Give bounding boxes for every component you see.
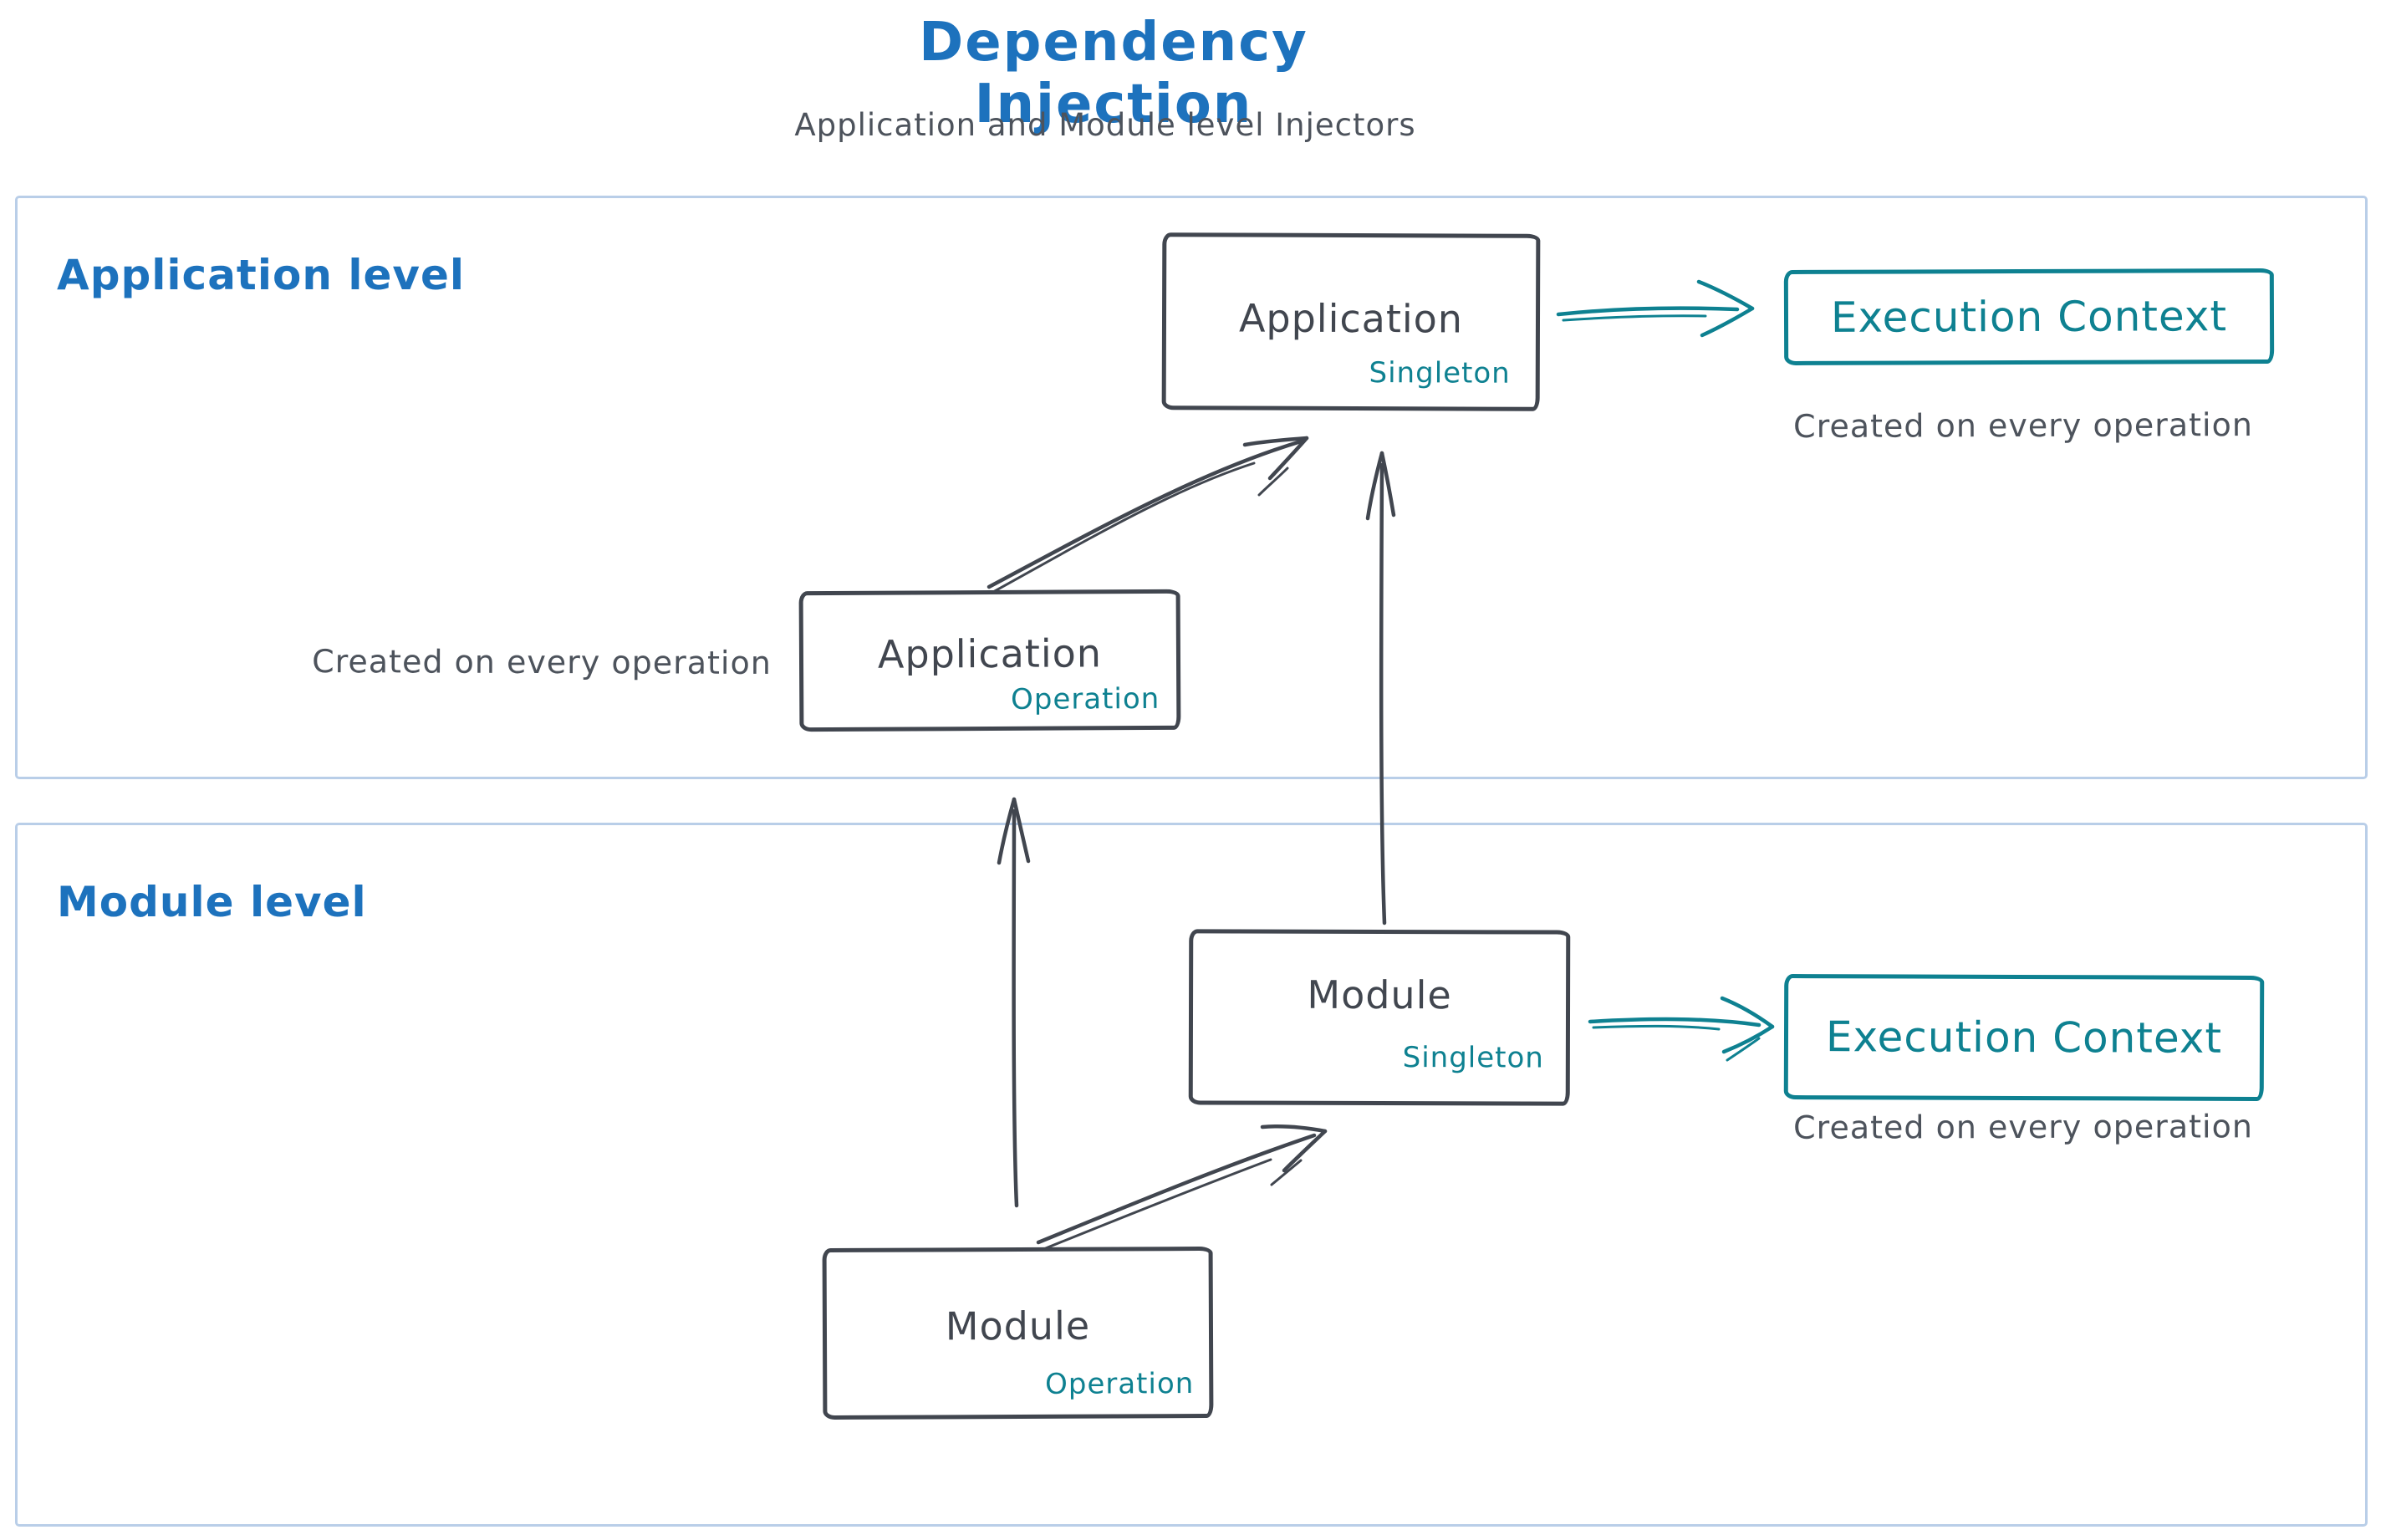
execution-context-label: Execution Context	[1830, 292, 2228, 342]
node-application-singleton: Application Singleton	[1161, 232, 1541, 411]
node-application-operation: Application Operation	[798, 589, 1181, 732]
node-execution-context-module: Execution Context	[1783, 973, 2265, 1102]
node-module-singleton-scope: Singleton	[1402, 1041, 1544, 1075]
application-level-label: Application level	[57, 251, 466, 299]
node-application-singleton-label: Application	[1238, 295, 1464, 342]
node-module-singleton-label: Module	[1307, 971, 1452, 1018]
diagram-title: Dependency Injection	[919, 12, 1308, 135]
execution-context-label: Execution Context	[1825, 1012, 2223, 1063]
node-execution-context-application: Execution Context	[1783, 268, 2275, 366]
node-application-operation-label: Application	[877, 630, 1103, 677]
node-module-operation-label: Module	[945, 1303, 1091, 1349]
application-level-container	[15, 196, 2368, 779]
module-level-container	[15, 823, 2368, 1527]
caption-application-execution-context: Created on every operation	[1793, 406, 2253, 445]
node-application-operation-scope: Operation	[1010, 681, 1160, 716]
node-module-singleton: Module Singleton	[1188, 929, 1571, 1106]
caption-module-execution-context: Created on every operation	[1793, 1108, 2253, 1146]
diagram-subtitle: Application and Module level Injectors	[794, 107, 1416, 143]
module-level-label: Module level	[57, 878, 367, 926]
node-module-operation-scope: Operation	[1044, 1367, 1195, 1401]
node-module-operation: Module Operation	[822, 1246, 1214, 1420]
node-application-singleton-scope: Singleton	[1369, 356, 1511, 390]
caption-application-operation: Created on every operation	[312, 643, 772, 681]
